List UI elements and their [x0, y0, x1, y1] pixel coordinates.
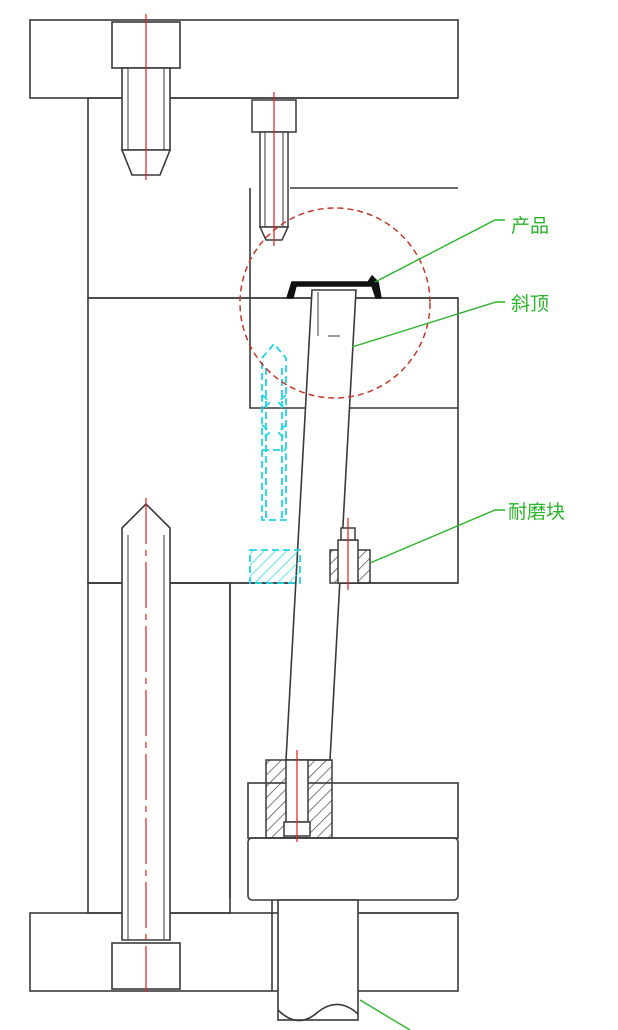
callout-wear-block: 耐磨块 [508, 501, 565, 523]
top-clamp-plate [29, 19, 459, 99]
ejector-rod-leader [359, 999, 411, 1030]
wear-block [329, 518, 371, 590]
product-leader [374, 219, 505, 283]
product-part [286, 275, 382, 299]
core-insert [249, 298, 458, 409]
wear-block-leader [369, 509, 505, 564]
callout-leaders [351, 219, 505, 1030]
lifter-slide-base [265, 750, 333, 842]
long-bolt [111, 498, 181, 995]
cavity-insert-screw [251, 92, 297, 246]
top-bolt [111, 14, 181, 180]
lifter-rod [285, 289, 357, 761]
hidden-guide-pin [249, 342, 301, 584]
detail-circle [239, 207, 431, 399]
lifter-leader [351, 301, 505, 348]
callout-product: 产品 [511, 215, 549, 237]
ejector-plate [247, 837, 459, 901]
bottom-clamp-plate [29, 912, 459, 992]
ejector-rod [271, 899, 359, 1022]
mold-plates [29, 19, 459, 992]
callout-lifter: 斜顶 [511, 293, 549, 315]
